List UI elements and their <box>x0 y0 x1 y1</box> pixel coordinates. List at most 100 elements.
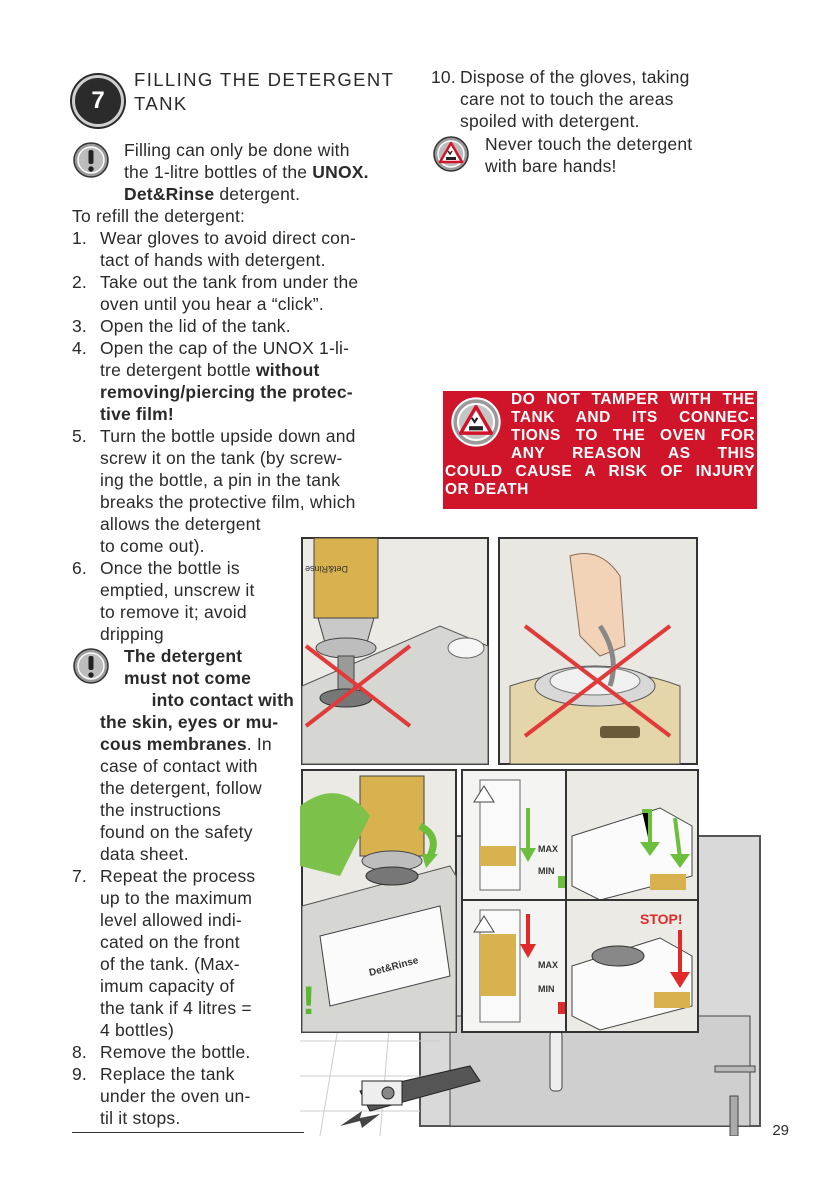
green-exclamation: ! <box>302 979 315 1023</box>
intro-text: To refill the detergent: <box>72 206 246 226</box>
exclamation-warning-icon <box>73 648 109 684</box>
step-line: Once the bottle is <box>100 558 240 578</box>
panel-1-bottle-on-tank: Det&Rinse <box>301 537 489 765</box>
note-2-line: the skin, eyes or mu- <box>100 712 279 732</box>
step-line: tact of hands with detergent. <box>100 250 326 270</box>
danger-line: OR DEATH <box>445 481 529 498</box>
step-line: screw it on the tank (by screw- <box>100 448 343 468</box>
note-1-line: Filling can only be done with <box>124 140 350 160</box>
step-line: to come out). <box>100 536 205 556</box>
step-line: under the oven un- <box>100 1086 251 1106</box>
danger-text-bottom: COULD CAUSE A RISK OF INJURY OR DEATH <box>445 463 755 499</box>
danger-line: COULD CAUSE A RISK OF INJURY <box>445 463 755 480</box>
danger-text-top: DO NOT TAMPER WITH THE TANK AND ITS CONN… <box>511 391 755 463</box>
step-bold: without <box>255 360 320 380</box>
brand-detrinse: Det&Rinse <box>124 184 215 204</box>
step-line: care not to touch the areas <box>460 89 674 109</box>
step-line: Repeat the process <box>100 866 256 886</box>
step-line: the tank if 4 litres = <box>100 998 252 1018</box>
step-line: 4 bottles) <box>100 1020 174 1040</box>
corrosive-hazard-icon <box>451 397 501 447</box>
corrosive-hazard-icon <box>433 136 469 172</box>
note-2-line: data sheet. <box>100 844 189 864</box>
note-2-line: the instructions <box>100 800 221 820</box>
note-3-bare-hands: Never touch the detergent with bare hand… <box>485 133 768 177</box>
step-number: 2. <box>72 272 87 292</box>
step-line: dripping <box>100 624 164 644</box>
step-line: to remove it; avoid <box>100 602 247 622</box>
note-2-line: The detergent <box>124 646 243 666</box>
step-line: Wear gloves to avoid direct con- <box>100 228 357 248</box>
step-line: oven until you hear a “click”. <box>100 294 324 314</box>
note-2-bold: cous membranes <box>100 734 247 754</box>
step-line: up to the maximum <box>100 888 253 908</box>
step-line: emptied, unscrew it <box>100 580 255 600</box>
note-2-line: must not come <box>124 668 252 688</box>
step-number: 10. <box>431 67 456 87</box>
step-line: tive film! <box>100 404 174 424</box>
step-line: cated on the front <box>100 932 240 952</box>
step-number: 5. <box>72 426 87 446</box>
danger-line: TANK AND ITS CONNEC- <box>511 409 755 426</box>
step-line: breaks the protective film, which <box>100 492 356 512</box>
step-number: 7. <box>72 866 87 886</box>
step-line: Open the cap of the UNOX 1-li- <box>100 338 350 358</box>
note-1-text: detergent. <box>219 184 301 204</box>
note-2-line: found on the safety <box>100 822 253 842</box>
step-number: 1. <box>72 228 87 248</box>
step-line: Replace the tank <box>100 1064 235 1084</box>
danger-warning-box: DO NOT TAMPER WITH THE TANK AND ITS CONN… <box>443 391 757 509</box>
bottom-rule <box>72 1132 304 1133</box>
min-label: MIN <box>538 866 555 876</box>
step-line: allows the detergent <box>100 514 261 534</box>
section-title-line2: TANK <box>134 93 188 114</box>
detergent-refill-illustration: Det&Rinse Det&Rinse ! <box>300 537 761 1136</box>
step-line: Turn the bottle upside down and <box>100 426 356 446</box>
danger-line: DO NOT TAMPER WITH THE <box>511 391 755 408</box>
note-1-bottles: Filling can only be done with the 1-litr… <box>124 139 408 205</box>
panel-7-stop: STOP! <box>565 899 699 1033</box>
step-line: removing/piercing the protec- <box>100 382 353 402</box>
note-1-line: Det&Rinse detergent. <box>124 183 408 205</box>
note-3-line: Never touch the detergent <box>485 134 693 154</box>
step-line: til it stops. <box>100 1108 181 1128</box>
page-number: 29 <box>772 1122 789 1139</box>
note-2-line: the detergent, follow <box>100 778 262 798</box>
note-2-line: into contact with <box>151 690 294 710</box>
note-2-line: cous membranes. In <box>100 733 294 755</box>
step-line: level allowed indi- <box>100 910 242 930</box>
step-number: 6. <box>72 558 87 578</box>
step-line: tre detergent bottle without <box>100 359 408 381</box>
step-number: 3. <box>72 316 87 336</box>
stop-label: STOP! <box>640 911 683 927</box>
danger-line: TIONS TO THE OVEN FOR <box>511 427 755 444</box>
max-label: MAX <box>538 960 558 970</box>
note-1-text: the 1-litre bottles of the <box>124 162 308 182</box>
step-number: 4. <box>72 338 87 358</box>
step-number-badge: 7 <box>72 75 124 127</box>
note-2-text: . In <box>246 734 272 754</box>
panel-5-tank-top-green <box>565 769 699 901</box>
max-label: MAX <box>538 844 558 854</box>
section-title: FILLING THE DETERGENT TANK <box>134 68 394 116</box>
panel-2-piercing-film <box>498 537 698 765</box>
step-line: spoiled with detergent. <box>460 111 640 131</box>
panel-3-screwing-bottle: Det&Rinse ! <box>300 769 457 1033</box>
step-line: of the tank. (Max- <box>100 954 240 974</box>
step-number: 9. <box>72 1064 87 1084</box>
step-line: ing the bottle, a pin in the tank <box>100 470 341 490</box>
bottle-label: Det&Rinse <box>305 564 348 574</box>
step-line: Take out the tank from under the <box>100 272 359 292</box>
step-line: Open the lid of the tank. <box>100 316 291 336</box>
step-text: tre detergent bottle <box>100 360 251 380</box>
panel-6-level-full: MAX MIN <box>461 899 582 1033</box>
step-line: Dispose of the gloves, taking <box>460 67 690 87</box>
note-2-line: case of contact with <box>100 756 258 776</box>
step-line: imum capacity of <box>100 976 235 996</box>
brand-unox: UNOX. <box>312 162 369 182</box>
min-label: MIN <box>538 984 555 994</box>
step-number: 8. <box>72 1042 87 1062</box>
danger-line: ANY REASON AS THIS <box>511 445 755 462</box>
exclamation-warning-icon <box>73 142 109 178</box>
panel-4-level-rising: MAX MIN <box>461 769 582 901</box>
